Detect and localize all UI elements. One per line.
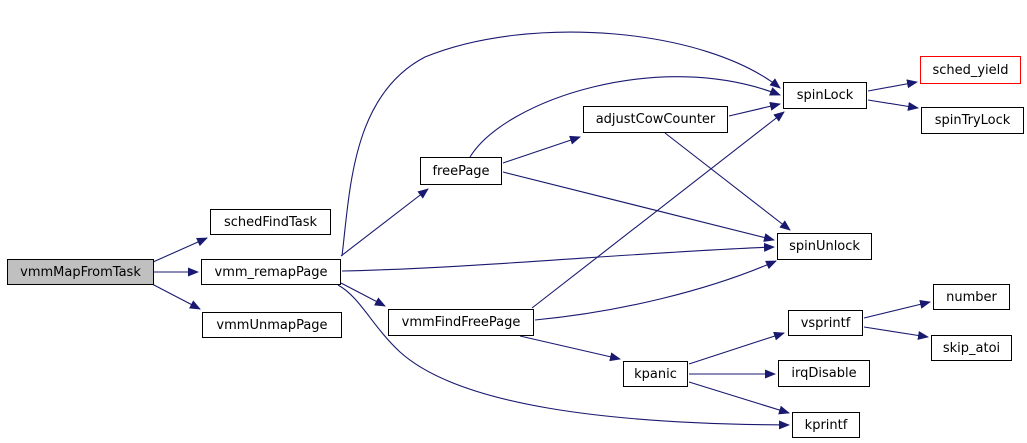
node-spinUnlock[interactable]: spinUnlock: [777, 233, 872, 260]
edges-group: [151, 31, 931, 430]
node-vmm_remapPage[interactable]: vmm_remapPage: [201, 259, 341, 285]
node-label: freePage: [432, 163, 490, 179]
edge-vmmMapFromTask-to-schedFindTask: [152, 237, 208, 263]
edge-vmm_remapPage-to-kprintf: [337, 284, 790, 430]
node-label: vsprintf: [800, 315, 851, 331]
edge-spinLock-to-spinTryLock: [867, 99, 919, 111]
edge-vmmFindFreePage-to-spinUnlock: [534, 260, 777, 321]
node-spinTryLock[interactable]: spinTryLock: [921, 107, 1024, 134]
node-label: vmmUnmapPage: [216, 317, 328, 333]
edge-vmmFindFreePage-to-spinLock: [531, 111, 785, 309]
edge-vmm_remapPage-to-spinUnlock: [341, 242, 775, 272]
node-number[interactable]: number: [933, 284, 1010, 310]
node-label: skip_atoi: [942, 340, 1001, 356]
node-kpanic[interactable]: kpanic: [623, 361, 688, 387]
edge-adjustCowCounter-to-spinUnlock: [664, 132, 791, 231]
edge-vmmMapFromTask-to-vmmUnmapPage: [151, 283, 201, 310]
node-label: adjustCowCounter: [595, 112, 716, 127]
edge-vmm_remapPage-to-freePage: [340, 188, 429, 257]
node-label: irqDisable: [791, 366, 857, 381]
node-skip_atoi[interactable]: skip_atoi: [931, 335, 1012, 361]
edge-adjustCowCounter-to-spinLock: [728, 101, 781, 117]
node-adjustCowCounter[interactable]: adjustCowCounter: [583, 106, 728, 133]
node-label: number: [946, 289, 997, 305]
edge-vmm_remapPage-to-spinLock: [341, 31, 781, 257]
node-schedFindTask[interactable]: schedFindTask: [210, 209, 331, 235]
node-label: sched_yield: [932, 62, 1009, 78]
node-sched_yield[interactable]: sched_yield: [920, 56, 1021, 84]
node-irqDisable[interactable]: irqDisable: [778, 360, 870, 387]
node-label: kprintf: [804, 417, 848, 433]
node-vmmFindFreePage[interactable]: vmmFindFreePage: [388, 309, 534, 336]
node-label: vmmFindFreePage: [401, 315, 521, 330]
edge-vmmFindFreePage-to-kpanic: [519, 335, 621, 362]
edge-freePage-to-spinLock: [469, 76, 781, 158]
edge-vsprintf-to-skip_atoi: [863, 326, 929, 340]
edge-freePage-to-adjustCowCounter: [502, 135, 581, 164]
node-freePage[interactable]: freePage: [420, 157, 502, 185]
node-kprintf[interactable]: kprintf: [792, 412, 860, 438]
edge-kpanic-to-vsprintf: [688, 331, 785, 365]
node-label: vmmMapFromTask: [20, 264, 141, 280]
edge-spinLock-to-sched_yield: [867, 79, 918, 92]
edge-kpanic-to-kprintf: [688, 381, 790, 415]
node-label: spinUnlock: [789, 239, 860, 254]
edge-vsprintf-to-number: [863, 299, 931, 319]
node-label: spinTryLock: [934, 113, 1011, 128]
node-label: vmm_remapPage: [214, 264, 328, 280]
node-label: schedFindTask: [223, 214, 318, 230]
node-label: spinLock: [796, 88, 854, 103]
node-label: kpanic: [634, 366, 677, 382]
node-vmmMapFromTask: vmmMapFromTask: [7, 259, 154, 285]
edge-freePage-to-spinUnlock: [502, 171, 775, 242]
edge-vmm_remapPage-to-vmmFindFreePage: [340, 282, 386, 307]
node-vmmUnmapPage[interactable]: vmmUnmapPage: [202, 312, 342, 338]
node-spinLock[interactable]: spinLock: [783, 82, 867, 109]
node-vsprintf[interactable]: vsprintf: [788, 310, 863, 336]
